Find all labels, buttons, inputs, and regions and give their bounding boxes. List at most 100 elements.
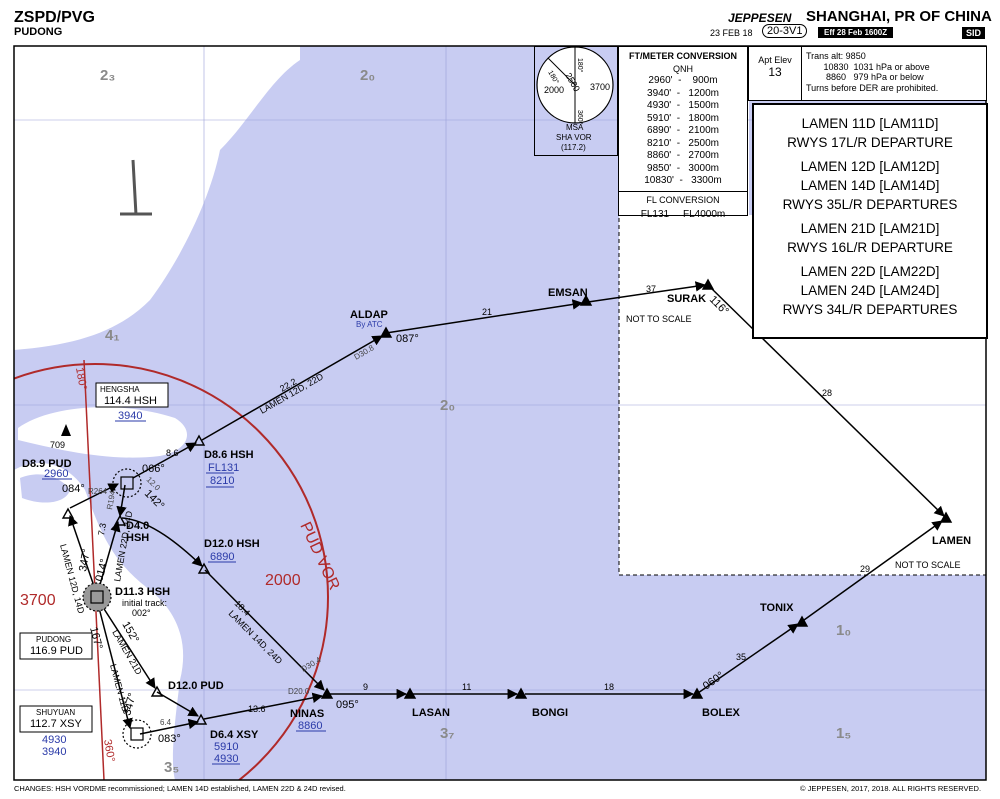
radial-r264: R264 xyxy=(88,487,108,496)
leg-xsy-d64 xyxy=(139,718,200,735)
pud-vordme-icon xyxy=(82,582,112,612)
copyright: © JEPPESEN, 2017, 2018. ALL RIGHTS RESER… xyxy=(800,784,982,793)
conversion-table: FT/METER CONVERSION QNH 2960' - 900m 394… xyxy=(618,46,748,220)
fix-d86-icon xyxy=(192,434,206,446)
departure-name: LAMEN 24D [LAM24D] xyxy=(800,283,940,298)
fix-d120hsh-icon xyxy=(197,562,211,574)
conversion-row: 3940' - 1200m xyxy=(647,87,719,99)
crs-hsh-d86: 066° xyxy=(142,463,165,475)
dist-aldap-emsan: 21 xyxy=(482,307,492,317)
dist-bolex-tonix: 35 xyxy=(736,652,746,662)
conversion-row: 8210' - 2500m xyxy=(647,137,719,149)
d64-alt-1: 5910 xyxy=(214,741,238,753)
crs-pud-1: 167° xyxy=(87,626,104,651)
svg-text:PUDONG: PUDONG xyxy=(36,635,71,644)
fix-d64-label: D6.4 XSY xyxy=(210,729,259,741)
leg-d120-ninas xyxy=(204,569,325,691)
land-mass-north xyxy=(14,46,300,350)
dist-d64-ninas: 13.6 xyxy=(248,704,266,714)
departure-name: LAMEN 11D [LAM11D] xyxy=(801,116,939,131)
sector-num-3: 4₁ xyxy=(105,327,120,344)
conversion-row: 10830' - 3300m xyxy=(644,175,722,186)
fix-bongi-label: BONGI xyxy=(532,707,568,719)
msa-box xyxy=(534,46,618,156)
fix-d89-icon xyxy=(61,507,75,519)
msa-radial-360: 360° xyxy=(101,738,117,763)
xsy-navaid-alt-1: 4930 xyxy=(42,734,66,746)
fix-d86-label: D8.6 HSH xyxy=(204,449,254,461)
alt-3700-label: 3700 xyxy=(20,592,56,609)
location-title: SHANGHAI, PR OF CHINA xyxy=(806,8,992,25)
sector-num-1: 2₃ xyxy=(100,67,115,84)
fl-conversion-title: FL CONVERSION xyxy=(619,190,747,207)
fix-d120pud-icon xyxy=(150,685,164,697)
dist-d40-hsh: 7.3 xyxy=(96,522,108,536)
crs-d89: 084° xyxy=(62,483,85,495)
svg-text:(117.2): (117.2) xyxy=(561,143,586,152)
leg-pud-d89 xyxy=(68,515,98,596)
fix-d89-label: D8.9 PUD xyxy=(22,458,72,470)
obstacle-label: 709 xyxy=(50,440,65,450)
xsy-navaid-alt-2: 3940 xyxy=(42,746,66,758)
dist-tonix-lamen: 29 xyxy=(860,564,870,574)
svg-text:MSA: MSA xyxy=(566,123,584,132)
obstacle-icon xyxy=(61,424,71,436)
leg-d120pud-d64 xyxy=(156,691,199,717)
leg-pud-xsy xyxy=(96,599,133,730)
svg-text:116.9 PUD: 116.9 PUD xyxy=(30,645,83,657)
effective-date: Eff 28 Feb 1600Z xyxy=(818,27,894,38)
departure-runways: RWYS 34L/R DEPARTURES xyxy=(782,302,958,317)
apt-elev-label: Apt Elev xyxy=(758,55,792,65)
apt-elev-value: 13 xyxy=(768,65,782,79)
crs-d113: 014° xyxy=(93,558,110,583)
crs-aldap: 087° xyxy=(396,333,419,345)
fix-bongi-icon xyxy=(514,687,528,699)
dme-d64: 6.4 xyxy=(160,718,172,727)
d120hsh-alt: 6890 xyxy=(210,551,234,563)
fix-emsan-label: EMSAN xyxy=(548,287,588,299)
sector-num-7: 3₇ xyxy=(440,725,454,742)
leg-tonix-lamen xyxy=(803,520,943,621)
trans-line-2: 10830 1031 hPa or above xyxy=(806,61,930,72)
departure-name: LAMEN 22D [LAM22D] xyxy=(800,264,940,279)
departure-name: LAMEN 12D [LAM12D] xyxy=(800,159,940,174)
fix-surak-label: SURAK xyxy=(667,293,706,305)
leg-surak-lamen xyxy=(709,286,945,517)
sector-num-6: 1₅ xyxy=(836,725,851,742)
fix-d120hsh-label: D12.0 HSH xyxy=(204,538,260,550)
dist-lasan-bongi: 11 xyxy=(462,682,471,692)
not-to-scale-1: NOT TO SCALE xyxy=(626,314,692,324)
crs-xsy: 347° xyxy=(121,692,138,717)
svg-text:112.7 XSY: 112.7 XSY xyxy=(30,718,82,730)
svg-text:HENGSHA: HENGSHA xyxy=(100,385,140,394)
departure-name: LAMEN 21D [LAM21D] xyxy=(800,221,940,236)
fix-d120pud-label: D12.0 PUD xyxy=(168,680,224,692)
changes-note: CHANGES: HSH VORDME recommissioned; LAME… xyxy=(14,784,346,793)
fix-tonix-label: TONIX xyxy=(760,602,794,614)
runway-symbol xyxy=(120,159,152,216)
d86-alt-2: 8210 xyxy=(210,475,234,487)
departure-runways: RWYS 16L/R DEPARTURE xyxy=(787,240,953,255)
departure-runways: RWYS 17L/R DEPARTURE xyxy=(787,135,953,150)
d113-note-2: 002° xyxy=(132,608,151,618)
fix-tonix-icon xyxy=(795,615,809,627)
trans-note: Turns before DER are prohibited. xyxy=(806,82,939,93)
sector-num-5: 1₀ xyxy=(836,622,851,639)
svg-text:180°: 180° xyxy=(576,58,584,73)
svg-text:3700: 3700 xyxy=(590,82,610,92)
leg-pud-south xyxy=(96,597,156,689)
dist-bongi-bolex: 18 xyxy=(604,682,614,692)
leg-d64-ninas xyxy=(203,692,324,720)
publisher-logo: JEPPESEN xyxy=(728,11,792,25)
fix-d113-label: D11.3 HSH xyxy=(115,586,170,598)
fix-surak-icon xyxy=(701,278,715,290)
svg-text:360°: 360° xyxy=(576,110,584,125)
fix-d64-icon xyxy=(194,713,208,725)
transition-box: Trans alt: 9850 10830 1031 hPa or above … xyxy=(801,46,987,101)
chart-type: SID xyxy=(962,27,986,39)
leg-bolex-tonix xyxy=(697,623,799,694)
hsh-navaid-alt: 3940 xyxy=(118,410,142,422)
alt-2000-label: 2000 xyxy=(265,572,301,589)
chart-index: 20-3V1 xyxy=(762,24,808,38)
conversion-subtitle: QNH xyxy=(673,63,693,74)
